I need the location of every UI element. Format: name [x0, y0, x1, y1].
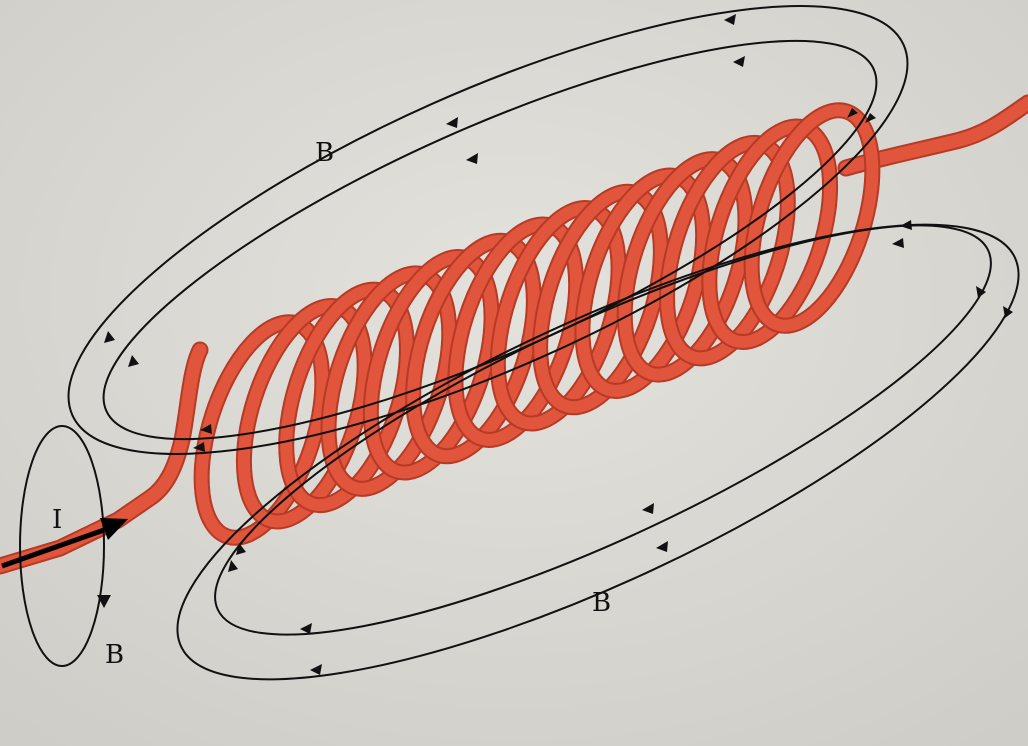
coil-wire — [0, 94, 1028, 575]
arrow-icon — [300, 623, 312, 634]
field-loop-top-outer — [67, 5, 909, 455]
arrow-icon — [1003, 306, 1013, 318]
arrow-icon — [104, 331, 115, 343]
field-arrows — [97, 14, 1013, 675]
arrow-icon — [128, 355, 139, 367]
arrow-icon — [642, 503, 654, 514]
arrow-icon — [97, 595, 111, 608]
coil-turns — [193, 102, 881, 546]
current-arrow — [1, 518, 128, 569]
arrow-icon — [446, 117, 458, 128]
current-label: I — [52, 505, 62, 535]
arrow-icon — [193, 442, 205, 452]
field-label-top: B — [315, 138, 334, 168]
arrow-icon — [892, 238, 904, 248]
arrow-icon — [228, 560, 238, 572]
arrow-icon — [466, 153, 478, 164]
coil-turn — [745, 104, 879, 332]
arrow-icon — [847, 108, 858, 118]
field-loop-bottom-inner — [214, 224, 992, 636]
arrow-icon — [200, 424, 212, 434]
arrow-icon — [236, 543, 246, 555]
arrow-icon — [656, 541, 668, 552]
arrow-icon — [865, 113, 876, 123]
field-loop-bottom-outer — [176, 223, 1020, 681]
arrow-icon — [900, 220, 912, 230]
arrow-icon — [976, 286, 986, 298]
field-label-wire: B — [105, 640, 124, 670]
arrow-icon — [310, 664, 322, 675]
arrow-icon — [724, 14, 736, 25]
field-loop-wire — [19, 425, 105, 667]
field-lines — [19, 5, 1020, 681]
current-arrow-icon — [100, 518, 128, 540]
field-label-bottom: B — [592, 588, 611, 618]
arrow-icon — [733, 56, 745, 67]
